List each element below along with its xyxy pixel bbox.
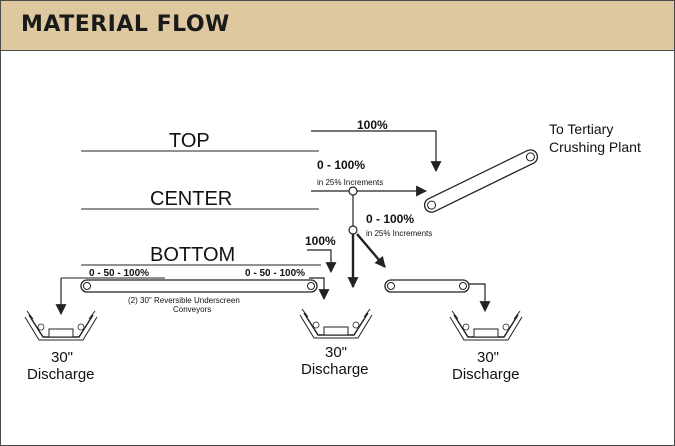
tier-top-label: TOP [169,130,210,152]
discharge-trough-3 [449,310,523,341]
right-range-label: 0 - 50 - 100% [245,268,305,279]
discharge-2-size: 30" [325,344,347,361]
split-flow-note: in 25% Increments [366,229,432,238]
lower-split-node [348,225,358,235]
conveyor-note-line2: Conveyors [173,305,211,314]
underscreen-conveyor [80,279,318,293]
short-conveyor-arrow [469,283,491,313]
bottom-flow-percent: 100% [305,234,336,248]
center-flow-percent: 0 - 100% [317,158,365,172]
panel-title: MATERIAL FLOW [21,12,230,37]
discharge-3-size: 30" [477,349,499,366]
center-split-node [348,186,358,196]
discharge-1-label: Discharge [27,366,95,383]
left-range-label: 0 - 50 - 100% [89,268,149,279]
discharge-3-label: Discharge [452,366,520,383]
discharge-trough-2 [299,308,373,339]
center-flow-note: in 25% Increments [317,178,383,187]
discharge-2-label: Discharge [301,361,369,378]
bottom-flow-arrow [307,249,337,274]
split-flow-percent: 0 - 100% [366,212,414,226]
tertiary-conveyor [423,149,539,213]
tertiary-label-line2: Crushing Plant [549,139,641,155]
top-flow-arrow [311,130,442,173]
tier-bottom-label: BOTTOM [150,244,235,266]
tier-center-label: CENTER [150,188,232,210]
split-diagonal-arrow [356,233,386,268]
top-flow-percent: 100% [357,118,388,132]
discharge-trough-1 [24,310,98,341]
right-discharge-arrow [309,277,330,301]
discharge-1-size: 30" [51,349,73,366]
discharge-conveyor [384,279,470,293]
tertiary-label-line1: To Tertiary [549,121,613,137]
conveyor-note-line1: (2) 30" Reversible Underscreen [128,296,240,305]
panel-header: MATERIAL FLOW [1,1,674,51]
